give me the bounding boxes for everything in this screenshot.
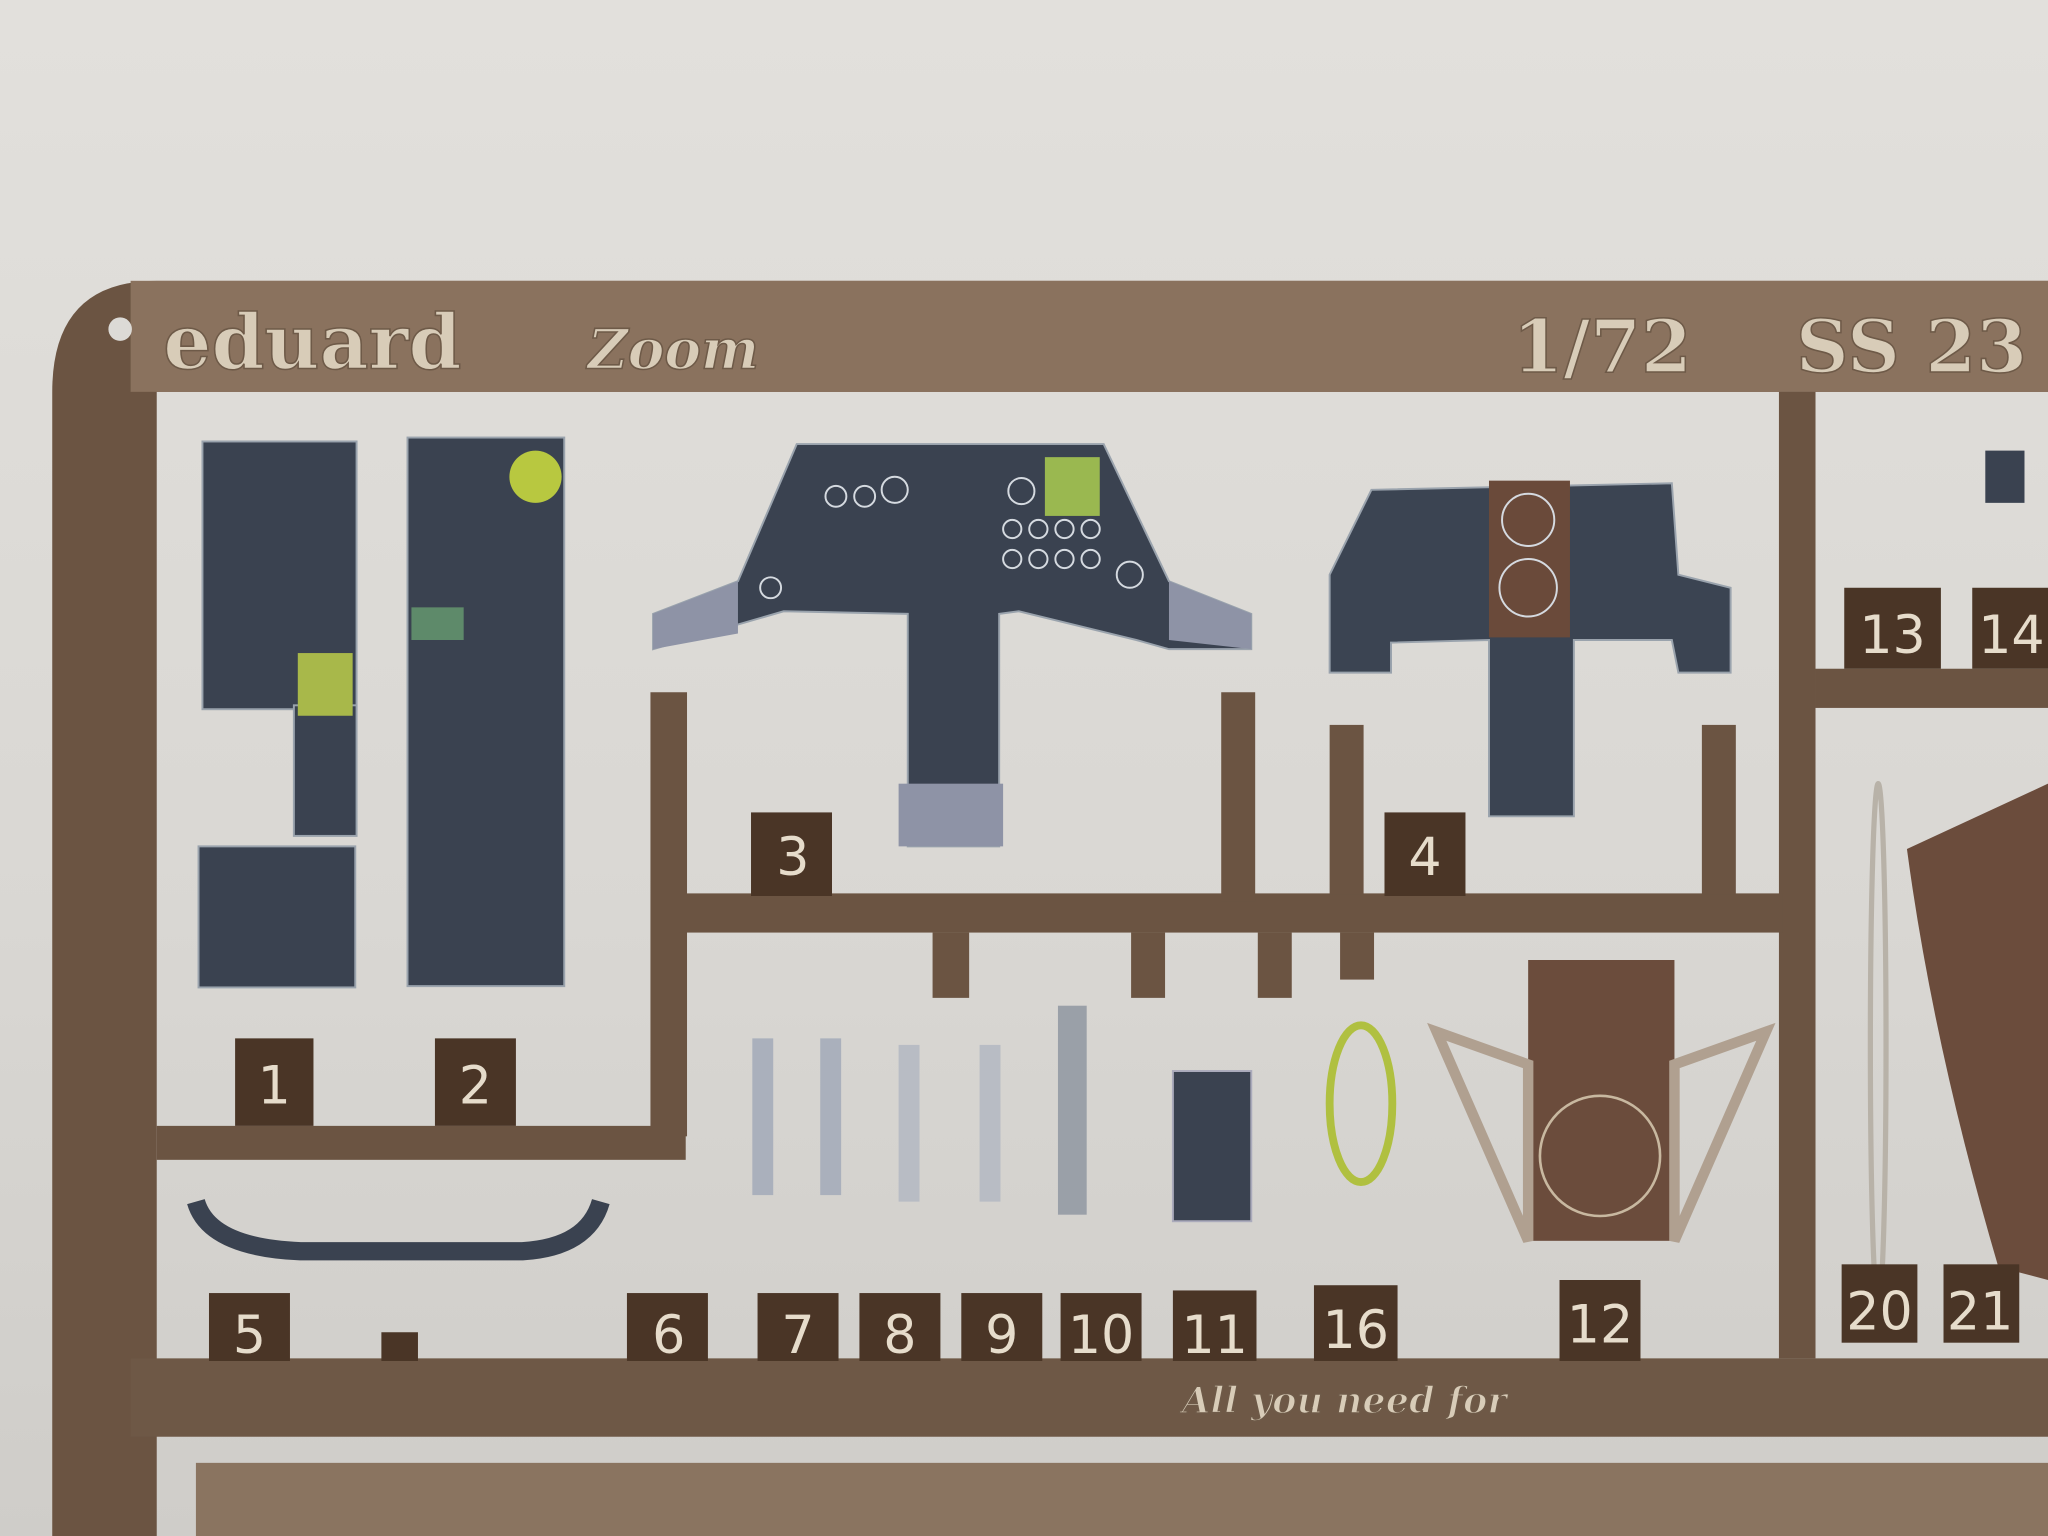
fret-right-bar <box>1778 391 1816 1359</box>
fret-bottom-plate <box>195 1462 2048 1536</box>
part-number: 13 <box>1859 606 1925 666</box>
fret-right-crossbar <box>1815 668 2048 708</box>
runner <box>932 932 970 998</box>
fret-hole <box>108 317 132 341</box>
line-logo: Zoom <box>586 316 759 381</box>
fret-bottom-bar <box>130 1358 2048 1437</box>
part-12-frames <box>1427 1022 1776 1243</box>
part-number: 5 <box>233 1306 266 1366</box>
part-number: 10 <box>1068 1306 1134 1366</box>
part-number: 21 <box>1947 1283 2013 1343</box>
part-5-strip <box>187 1198 610 1261</box>
part-3-grey-column <box>898 783 1004 847</box>
indicator <box>411 607 464 640</box>
part-4-instrument-panel <box>1328 482 1732 818</box>
runner <box>156 1125 686 1160</box>
part-2-panel <box>406 436 566 988</box>
indicator <box>297 653 353 716</box>
part-number: 8 <box>883 1306 916 1366</box>
part-number: 12 <box>1567 1296 1633 1356</box>
part-number: 7 <box>781 1306 814 1366</box>
part-3-gauges <box>759 475 1144 600</box>
part-12-circle <box>1538 1094 1662 1218</box>
part-number: 20 <box>1846 1283 1912 1343</box>
indicator <box>509 450 562 503</box>
scale-text: 1/72 <box>1512 304 1691 390</box>
part-1-lower-panel <box>292 704 358 837</box>
part-number: 3 <box>776 828 809 888</box>
part-12-plate <box>1528 960 1675 1241</box>
part-number: 9 <box>985 1306 1018 1366</box>
part-3-display <box>1044 457 1100 516</box>
part-1-bottom-panel <box>197 845 357 989</box>
runner <box>1701 724 1736 895</box>
small-parts <box>752 450 2048 1309</box>
part-number: 6 <box>652 1306 685 1366</box>
runner <box>1131 932 1166 998</box>
part-number: 2 <box>459 1057 492 1117</box>
runner <box>1329 724 1364 895</box>
part-number: 1 <box>258 1057 291 1117</box>
tagline-text: All you need for <box>1179 1379 1509 1422</box>
runner <box>1221 692 1256 902</box>
part-number: 4 <box>1408 828 1441 888</box>
part-number: 11 <box>1181 1306 1247 1366</box>
runner <box>1340 932 1375 980</box>
fret-top-bar <box>130 280 2048 392</box>
part-number: 16 <box>1323 1301 1389 1361</box>
part-number-tags: 1 2 3 4 5 6 7 8 9 10 11 16 12 13 14 20 2… <box>208 587 2048 1366</box>
set-code-text: SS 23 <box>1796 304 2027 390</box>
brand-text: eduard <box>163 297 461 386</box>
part-number: 14 <box>1978 606 2044 666</box>
runner <box>1257 932 1292 998</box>
part-3-grey-wings <box>653 581 1252 650</box>
